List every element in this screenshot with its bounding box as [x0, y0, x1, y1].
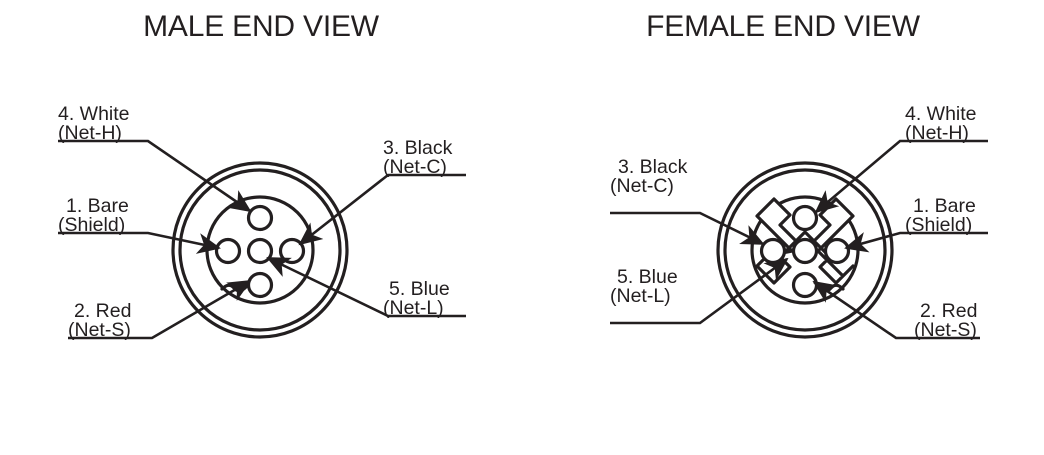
- female-label-white-line1: 4. White: [905, 103, 977, 125]
- leader-blue: [266, 256, 466, 318]
- male-leader-lines: [58, 139, 466, 340]
- female-connector-drawing: 3. Black (Net-C) 5. Blue (Net-L) 4. Whit…: [610, 103, 988, 341]
- female-label-bare-line2: (Shield): [905, 214, 972, 236]
- leader-red: [812, 280, 980, 340]
- male-view-title: MALE END VIEW: [143, 10, 379, 43]
- male-label-white-line1: 4. White: [58, 103, 130, 125]
- leader-blue: [610, 257, 789, 325]
- male-pin-3-black: [278, 237, 306, 265]
- female-label-black-line2: (Net-C): [610, 175, 674, 197]
- female-label-blue-line2: (Net-L): [610, 285, 671, 307]
- female-label-black-line1: 3. Black: [618, 156, 688, 178]
- female-label-bare-line1: 1. Bare: [913, 195, 976, 217]
- male-pin-1-bare: [214, 237, 242, 265]
- leader-white: [814, 139, 988, 214]
- male-pin-group: [214, 204, 306, 299]
- female-labels: 3. Black (Net-C) 5. Blue (Net-L) 4. Whit…: [610, 103, 977, 341]
- male-pin-5-blue: [246, 237, 274, 265]
- female-socket-1-bare: [823, 237, 851, 265]
- male-pin-2-red: [246, 271, 274, 299]
- male-label-bare-line1: 1. Bare: [66, 195, 129, 217]
- female-socket-2-red: [791, 271, 819, 299]
- male-connector-drawing: 4. White (Net-H) 1. Bare (Shield) 2. Red…: [58, 103, 466, 341]
- leader-black: [298, 173, 466, 246]
- male-label-red-line1: 2. Red: [74, 300, 131, 322]
- female-label-red-line2: (Net-S): [914, 319, 977, 341]
- male-label-blue-line2: (Net-L): [383, 297, 444, 319]
- female-socket-5-blue: [791, 237, 819, 265]
- female-label-white-line2: (Net-H): [905, 122, 969, 144]
- male-label-black-line1: 3. Black: [383, 137, 453, 159]
- male-end-view-panel: MALE END VIEW: [58, 10, 466, 341]
- male-pin-4-white: [246, 204, 274, 232]
- leader-red: [68, 279, 252, 340]
- female-socket-4-white: [791, 204, 819, 232]
- female-socket-3-black: [759, 237, 787, 265]
- female-socket-group: [759, 204, 851, 299]
- male-labels: 4. White (Net-H) 1. Bare (Shield) 2. Red…: [58, 103, 453, 341]
- female-end-view-panel: FEMALE END VIEW: [522, 0, 1044, 455]
- female-leader-lines: [610, 139, 988, 340]
- male-label-blue-line1: 5. Blue: [389, 278, 450, 300]
- female-label-blue-line1: 5. Blue: [617, 266, 678, 288]
- female-label-red-line1: 2. Red: [920, 300, 977, 322]
- leader-bare: [58, 231, 221, 254]
- leader-bare: [844, 231, 988, 253]
- male-label-bare-line2: (Shield): [58, 214, 125, 236]
- male-label-black-line2: (Net-C): [383, 156, 447, 178]
- male-label-red-line2: (Net-S): [68, 319, 131, 341]
- leader-black: [610, 211, 765, 246]
- male-label-white-line2: (Net-H): [58, 122, 122, 144]
- leader-white: [58, 139, 252, 213]
- female-view-title: FEMALE END VIEW: [646, 10, 920, 43]
